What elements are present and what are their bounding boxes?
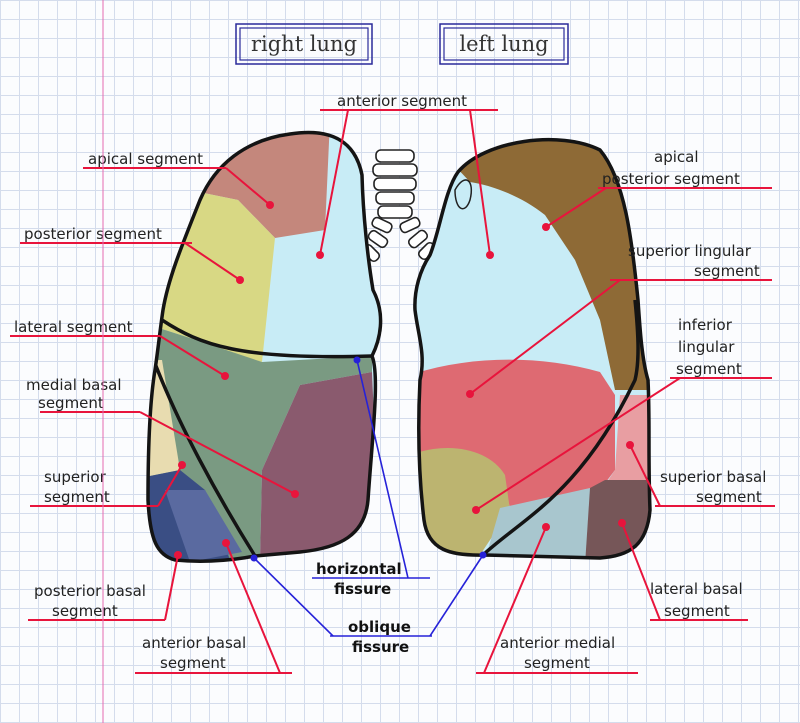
label-anterior-basal-line1: anterior basal <box>142 634 246 652</box>
label-lateral-basal-line1: lateral basal <box>650 580 743 598</box>
label-posterior-segment: posterior segment <box>24 225 162 243</box>
label-apical-posterior-line1: apical <box>654 148 699 166</box>
fissure-pointers <box>250 356 487 637</box>
lower-lobe-segment-ll <box>414 448 510 558</box>
label-superior-basal-line2: segment <box>696 488 762 506</box>
label-posterior-basal-line2: segment <box>52 602 118 620</box>
anterior-medial-segment-ll <box>485 488 600 558</box>
label-apical-posterior-line2: posterior segment <box>602 170 740 188</box>
right-lung <box>148 132 381 562</box>
inferior-lingular-segment-ll <box>414 359 615 508</box>
label-superior-basal-line1: superior basal <box>660 468 766 486</box>
label-anterior-medial-line2: segment <box>524 654 590 672</box>
label-oblique-fissure-line1: oblique <box>348 618 411 636</box>
right-lung-title: right lung <box>235 23 373 65</box>
leader-lines <box>10 109 775 674</box>
label-superior-lingular-line2: segment <box>694 262 760 280</box>
label-posterior-basal-line1: posterior basal <box>34 582 146 600</box>
label-oblique-fissure-line2: fissure <box>352 638 409 656</box>
label-anterior-basal-line2: segment <box>160 654 226 672</box>
left-lung-title: left lung <box>439 23 569 65</box>
labels: anterior segment apical segment posterio… <box>14 92 766 672</box>
label-lateral-basal-line2: segment <box>664 602 730 620</box>
label-apical-segment: apical segment <box>88 150 203 168</box>
label-anterior-medial-line1: anterior medial <box>500 634 615 652</box>
label-medial-basal-line2: segment <box>38 394 104 412</box>
label-horizontal-fissure-line1: horizontal <box>316 560 402 578</box>
label-anterior-segment: anterior segment <box>337 92 467 110</box>
right-lung-title-text: right lung <box>251 32 357 56</box>
medial-basal-segment-rl <box>260 372 380 560</box>
label-inferior-lingular-line2: lingular <box>678 338 735 356</box>
label-superior-lingular-line1: superior lingular <box>628 242 752 260</box>
label-superior-line2: segment <box>44 488 110 506</box>
right-lung-outline <box>146 130 383 563</box>
label-superior-line1: superior <box>44 468 107 486</box>
label-inferior-lingular-line1: inferior <box>678 316 733 334</box>
apical-posterior-segment-ll <box>440 139 650 390</box>
label-inferior-lingular-line3: segment <box>676 360 742 378</box>
label-horizontal-fissure-line2: fissure <box>334 580 391 598</box>
left-lung-title-text: left lung <box>459 32 548 56</box>
left-lung-outline <box>413 138 652 560</box>
label-lateral-segment: lateral segment <box>14 318 133 336</box>
label-medial-basal-line1: medial basal <box>26 376 122 394</box>
trachea <box>361 149 437 263</box>
